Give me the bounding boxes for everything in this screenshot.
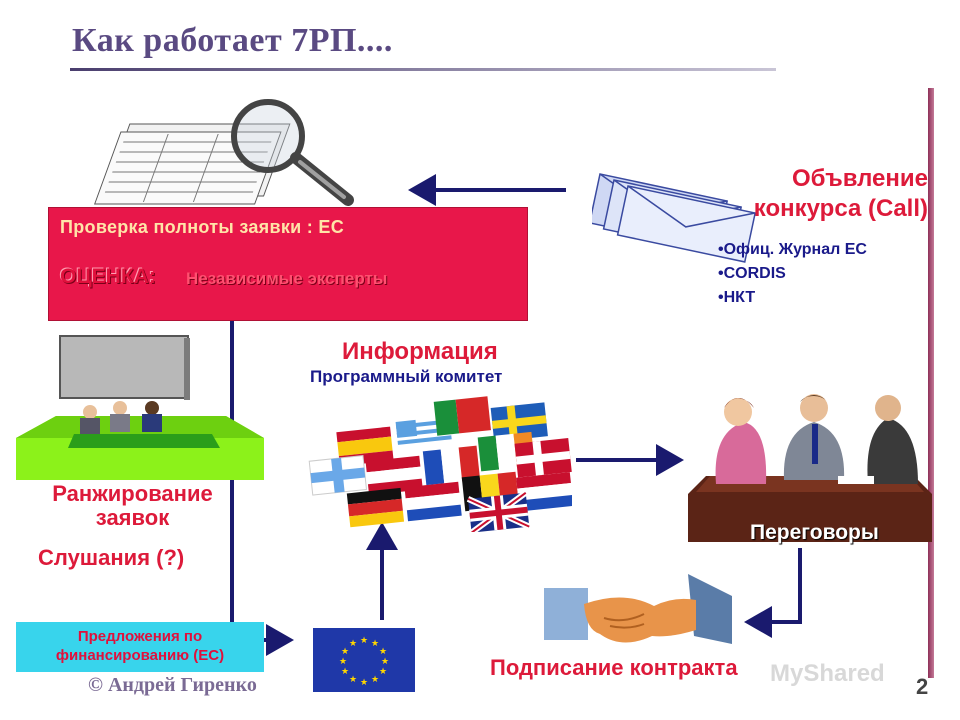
handshake-icon xyxy=(544,574,732,644)
completeness-check-label: Проверка полноты заявки : ЕС xyxy=(60,217,345,237)
page-number: 2 xyxy=(916,674,929,699)
svg-text:★: ★ xyxy=(379,667,387,677)
svg-text:★: ★ xyxy=(349,639,357,649)
title-underline xyxy=(70,68,776,71)
svg-text:★: ★ xyxy=(360,678,368,688)
arrow-negotiations-to-signing xyxy=(744,548,802,638)
eu-stars-icon: ★★★ ★★★ ★★★ ★★★ xyxy=(339,636,389,688)
negotiations-label: Переговоры xyxy=(750,521,879,544)
svg-text:★: ★ xyxy=(360,636,368,646)
svg-text:★: ★ xyxy=(379,647,387,657)
author-credit: © Андрей Гиренко xyxy=(88,674,257,697)
right-decorative-bar xyxy=(928,88,934,678)
funding-proposal-line1: Предложения по xyxy=(77,628,203,645)
envelopes-icon xyxy=(592,173,757,263)
author-name: Андрей Гиренко xyxy=(107,674,257,696)
svg-text:★: ★ xyxy=(339,657,347,667)
program-committee-label: Программный комитет xyxy=(310,367,503,386)
negotiations-meeting-icon xyxy=(688,394,932,542)
call-announcement-title: Объвление конкурса (Call) xyxy=(732,164,928,224)
svg-text:★: ★ xyxy=(341,667,349,677)
evaluation-label: ОЦЕНКА: xyxy=(60,265,156,288)
funding-proposal-label: Предложения по финансированию (ЕС) xyxy=(16,627,264,665)
copyright-symbol: © xyxy=(88,674,103,696)
national-flags-icon xyxy=(308,396,572,532)
independent-experts-label: Независимые эксперты xyxy=(186,269,388,288)
svg-text:★: ★ xyxy=(371,639,379,649)
svg-text:★: ★ xyxy=(371,675,379,685)
call-channel-item: •CORDIS xyxy=(718,265,786,282)
svg-text:★: ★ xyxy=(381,657,389,667)
funding-proposal-box xyxy=(16,622,264,672)
watermark: MyShared xyxy=(770,660,885,687)
contract-signing-label: Подписание контракта xyxy=(490,655,738,680)
committee-meeting-icon xyxy=(16,335,264,480)
information-title: Информация xyxy=(342,338,498,365)
evaluation-box xyxy=(48,207,528,321)
ranking-title: Ранжирование заявок xyxy=(20,482,245,530)
hearings-label: Слушания (?) xyxy=(38,545,185,570)
page-title: Как работает 7РП.... xyxy=(72,22,393,59)
documents-magnifier-icon xyxy=(94,99,354,206)
call-channel-item: •НКТ xyxy=(718,289,756,306)
ranking-line1: Ранжирование xyxy=(52,481,213,506)
funding-proposal-line2: финансированию (ЕС) xyxy=(55,647,225,664)
svg-text:★: ★ xyxy=(341,647,349,657)
call-title-line2: конкурса (Call) xyxy=(753,195,928,222)
ranking-line2: заявок xyxy=(95,505,170,530)
call-channel-item: •Офиц. Журнал ЕС xyxy=(718,241,867,258)
call-title-line1: Объвление xyxy=(792,165,928,192)
svg-text:★: ★ xyxy=(349,675,357,685)
call-channels-list: •Офиц. Журнал ЕС •CORDIS •НКТ xyxy=(718,238,867,310)
eu-flag-icon: ★★★ ★★★ ★★★ ★★★ xyxy=(313,628,415,692)
